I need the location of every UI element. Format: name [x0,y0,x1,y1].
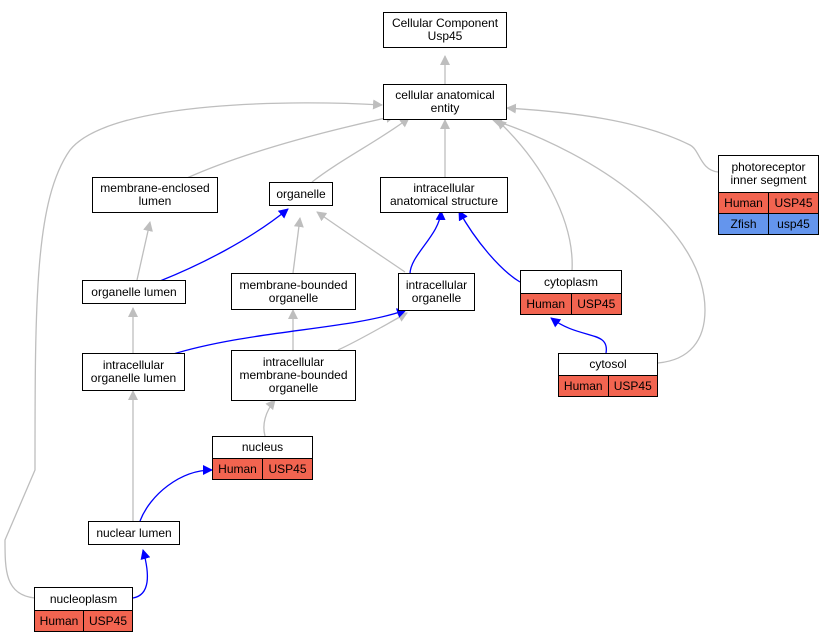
gene-cell: usp45 [768,214,818,234]
node-cellular-anatomical-entity[interactable]: cellular anatomical entity [383,84,507,120]
edge-mbo-to-organelle [292,217,304,274]
edge-ol-to-mel [136,221,153,281]
annotation-row: Zfish usp45 [719,213,818,234]
species-cell: Human [719,193,768,213]
node-nucleoplasm[interactable]: nucleoplasm Human USP45 [34,587,133,632]
node-organelle[interactable]: organelle [269,182,333,206]
node-label: Cellular Component Usp45 [391,16,499,43]
edge-pis-to-cae [506,103,719,173]
edge-ol-to-organelle [159,208,289,282]
node-nucleus[interactable]: nucleus Human USP45 [212,436,313,480]
node-intracellular-organelle-lumen[interactable]: intracellular organelle lumen [82,353,185,391]
edge-io-to-ias [409,210,446,275]
edge-organelle-to-cae [311,117,410,183]
edge-nucleoplasm-to-nl [132,549,151,599]
node-label: organelle [276,186,326,201]
node-organelle-lumen[interactable]: organelle lumen [82,280,186,304]
edge-nucleus-to-imbo [263,399,276,437]
node-label: nuclear lumen [96,525,172,540]
node-membrane-bounded-organelle[interactable]: membrane-bounded organelle [231,273,356,310]
node-cytosol[interactable]: cytosol Human USP45 [558,353,658,397]
species-cell: Zfish [719,214,768,234]
gene-cell: USP45 [570,294,621,314]
gene-cell: USP45 [768,193,818,213]
node-label: cytoplasm [543,274,599,289]
node-label: photoreceptor inner segment [730,160,807,187]
species-cell: Human [35,611,83,631]
node-label: intracellular anatomical structure [389,181,499,208]
edge-iol-to-io [169,308,407,356]
node-cellular-component[interactable]: Cellular Component Usp45 [383,12,507,48]
node-label: intracellular organelle [405,278,468,305]
annotation-row: Human USP45 [213,458,312,479]
node-intracellular-anatomical-structure[interactable]: intracellular anatomical structure [380,177,508,213]
edge-cytoplasm-to-ias [458,210,521,283]
species-cell: Human [213,459,262,479]
node-label: nucleoplasm [49,591,118,606]
edge-cytosol-to-cytoplasm [550,317,607,354]
node-label: cytosol [589,357,627,371]
edge-io-to-organelle [316,211,406,273]
annotation-row: Human USP45 [719,192,818,213]
node-label: intracellular organelle lumen [90,358,177,385]
edge-mel-to-cae [186,113,396,179]
gene-cell: USP45 [262,459,312,479]
annotation-row: Human USP45 [559,375,657,396]
node-cytoplasm[interactable]: cytoplasm Human USP45 [520,270,622,315]
node-label: membrane-bounded organelle [239,277,348,305]
node-label: membrane-enclosed lumen [100,181,210,208]
node-label: organelle lumen [91,284,177,299]
node-label: intracellular membrane-bounded organelle [239,355,348,395]
node-photoreceptor-inner-segment[interactable]: photoreceptor inner segment Human USP45 … [718,155,819,235]
node-label: cellular anatomical entity [395,88,495,115]
annotation-row: Human USP45 [35,610,132,631]
node-label: nucleus [241,440,284,454]
gene-cell: USP45 [607,376,657,396]
node-membrane-enclosed-lumen[interactable]: membrane-enclosed lumen [92,177,218,213]
annotation-row: Human USP45 [521,293,621,314]
edge-nucleoplasm-to-cae [4,99,383,599]
species-cell: Human [559,376,608,396]
node-nuclear-lumen[interactable]: nuclear lumen [88,521,180,545]
gene-cell: USP45 [83,611,132,631]
node-intracellular-membrane-bounded-organelle[interactable]: intracellular membrane-bounded organelle [231,350,356,401]
edge-nl-to-nucleus [139,465,213,522]
node-intracellular-organelle[interactable]: intracellular organelle [398,273,475,311]
edge-cytosol-to-cae [492,118,706,364]
edge-cytoplasm-to-cae [496,119,573,272]
species-cell: Human [521,294,571,314]
